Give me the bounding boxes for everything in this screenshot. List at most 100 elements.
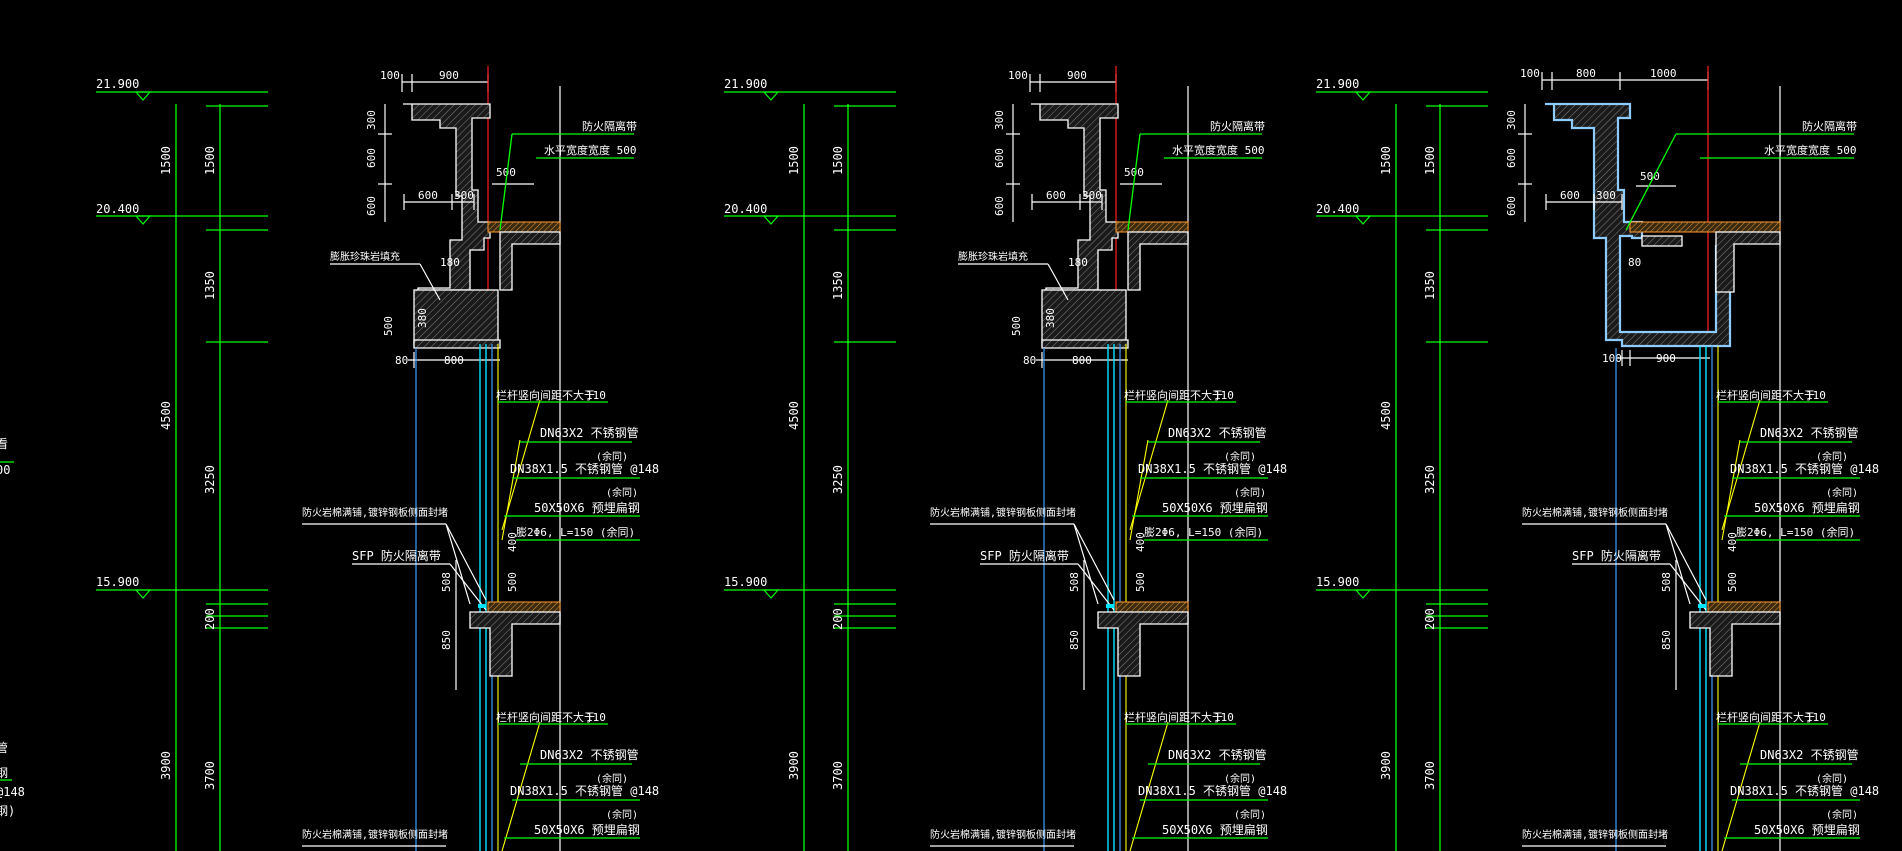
fragment-text: @148 — [0, 785, 25, 799]
rail-note: 栏杆竖向间距不大于 — [496, 388, 595, 402]
dim-text: 300 — [1505, 110, 1518, 130]
dim-text: 80 — [395, 354, 408, 367]
dim-text: 4500 — [159, 401, 173, 430]
rail-note: 栏杆竖向间距不大于 — [1716, 388, 1815, 402]
dim-text: 600 — [993, 148, 1006, 168]
dim-text: 500 — [1124, 166, 1144, 179]
rail-note: 50X50X6 预埋扁钢 — [534, 501, 640, 515]
dim-text: 200 — [1423, 608, 1437, 630]
level-value: 15.900 — [1316, 575, 1359, 589]
rail-note: 栏杆竖向间距不大于 — [496, 710, 595, 724]
dim-text: 3700 — [203, 761, 217, 790]
dim-text: 300 — [1082, 189, 1102, 202]
rail-note: 栏杆竖向间距不大于 — [1124, 388, 1223, 402]
dim-text: 300 — [454, 189, 474, 202]
level-mark-mid: 20.400 — [724, 202, 896, 225]
fragment-text: 管 — [0, 740, 8, 755]
rail-note: 110 — [1806, 711, 1826, 724]
rail-note: DN63X2 不锈钢管 — [540, 747, 639, 762]
dim-text: 500 — [1726, 572, 1739, 592]
section-panel-3[interactable]: 21.900 20.400 15.900 1500 4500 3900 1500… — [1316, 66, 1879, 851]
dim-text: 800 — [1576, 67, 1596, 80]
lower-slab-section — [469, 611, 561, 677]
lower-slab-section — [1097, 611, 1189, 677]
rail-note: 110 — [1214, 711, 1234, 724]
dim-text: 3250 — [831, 465, 845, 494]
label-sfp: SFP 防火隔离带 — [980, 548, 1069, 563]
dim-text: 600 — [1505, 196, 1518, 216]
label-fire-width: 水平宽度宽度 500 — [1764, 143, 1857, 157]
dim-text: 300 — [1596, 189, 1616, 202]
level-mark-top: 21.900 — [96, 77, 268, 101]
rail-note: 110 — [586, 711, 606, 724]
dim-text: 500 — [382, 316, 395, 336]
dim-text: 1350 — [203, 271, 217, 300]
dim-text: 3900 — [787, 751, 801, 780]
level-mark-mid: 20.400 — [1316, 202, 1488, 225]
level-value: 20.400 — [1316, 202, 1359, 216]
rail-note: 栏杆竖向间距不大于 — [1124, 710, 1223, 724]
rail-note: (余同) — [1826, 486, 1858, 499]
section-panel-1[interactable]: 21.900 20.400 15.900 1500 4500 3900 1500… — [96, 66, 659, 851]
rail-note: 50X50X6 预埋扁钢 — [534, 823, 640, 837]
dim-text: 1350 — [831, 271, 845, 300]
label-gap-note: 防火岩棉满铺,镀锌钢板侧面封堵 — [302, 828, 448, 841]
dim-text: 100 — [380, 69, 400, 82]
level-value: 15.900 — [724, 575, 767, 589]
label-fire-barrier: 防火隔离带 — [1210, 119, 1265, 133]
dim-text: 1500 — [203, 146, 217, 175]
label-fire-width: 水平宽度宽度 500 — [544, 143, 637, 157]
level-mark-top: 21.900 — [724, 77, 896, 101]
section-panel-2[interactable]: 21.900 20.400 15.900 1500 4500 3900 1500… — [724, 66, 1287, 851]
rail-note: (余同) — [606, 486, 638, 499]
rail-note: (余同) — [1234, 808, 1266, 821]
dim-text: 500 — [496, 166, 516, 179]
dim-text: 3700 — [1423, 761, 1437, 790]
dim-text: 1500 — [1379, 146, 1393, 175]
floor-slab — [1115, 221, 1189, 233]
dim-text: 1500 — [159, 146, 173, 175]
dim-text: 1500 — [787, 146, 801, 175]
rail-note: (余同) — [1234, 486, 1266, 499]
dim-text: 400 — [1134, 532, 1147, 552]
dim-text: 600 — [418, 189, 438, 202]
dim-text: 200 — [831, 608, 845, 630]
dim-text: 1500 — [1423, 146, 1437, 175]
fragment-text: 钢 — [0, 766, 8, 780]
level-value: 15.900 — [96, 575, 139, 589]
rail-note: DN63X2 不锈钢管 — [1760, 747, 1859, 762]
rail-note: 50X50X6 预埋扁钢 — [1162, 823, 1268, 837]
level-value: 20.400 — [96, 202, 139, 216]
rail-note: 50X50X6 预埋扁钢 — [1754, 501, 1860, 515]
dim-text: 300 — [993, 110, 1006, 130]
dim-text: 4500 — [1379, 401, 1393, 430]
level-mark-low: 15.900 — [724, 575, 896, 599]
dim-text: 500 — [506, 572, 519, 592]
dim-text: 3900 — [159, 751, 173, 780]
dim-text: 180 — [440, 256, 460, 269]
label-gap-note: 防火岩棉满铺,镀锌钢板侧面封堵 — [1522, 506, 1668, 519]
dim-text: 100 — [1008, 69, 1028, 82]
rail-note: DN38X1.5 不锈钢管 @148 — [510, 783, 659, 798]
dim-text: 508 — [1068, 572, 1081, 592]
rail-note: 栏杆竖向间距不大于 — [1716, 710, 1815, 724]
rail-note: 膨2Φ6, L=150 (余同) — [1144, 525, 1263, 539]
rail-note: 110 — [1214, 389, 1234, 402]
dim-text: 380 — [416, 308, 429, 328]
label-fire-barrier: 防火隔离带 — [1802, 119, 1857, 133]
level-value: 21.900 — [724, 77, 767, 91]
rail-note: 膨2Φ6, L=150 (余同) — [516, 525, 635, 539]
dim-text: 80 — [1023, 354, 1036, 367]
label-sfp: SFP 防火隔离带 — [352, 548, 441, 563]
label-fill-note: 膨胀珍珠岩填充 — [958, 250, 1028, 263]
rail-note: (余同) — [596, 772, 628, 785]
rail-note: (余同) — [1224, 450, 1256, 463]
rail-note: DN63X2 不锈钢管 — [1168, 425, 1267, 440]
label-gap-note: 防火岩棉满铺,镀锌钢板侧面封堵 — [302, 506, 448, 519]
label-fire-barrier: 防火隔离带 — [582, 119, 637, 133]
label-fire-width: 水平宽度宽度 500 — [1172, 143, 1265, 157]
level-mark-mid: 20.400 — [96, 202, 268, 225]
dim-text: 3700 — [831, 761, 845, 790]
level-mark-low: 15.900 — [96, 575, 268, 599]
